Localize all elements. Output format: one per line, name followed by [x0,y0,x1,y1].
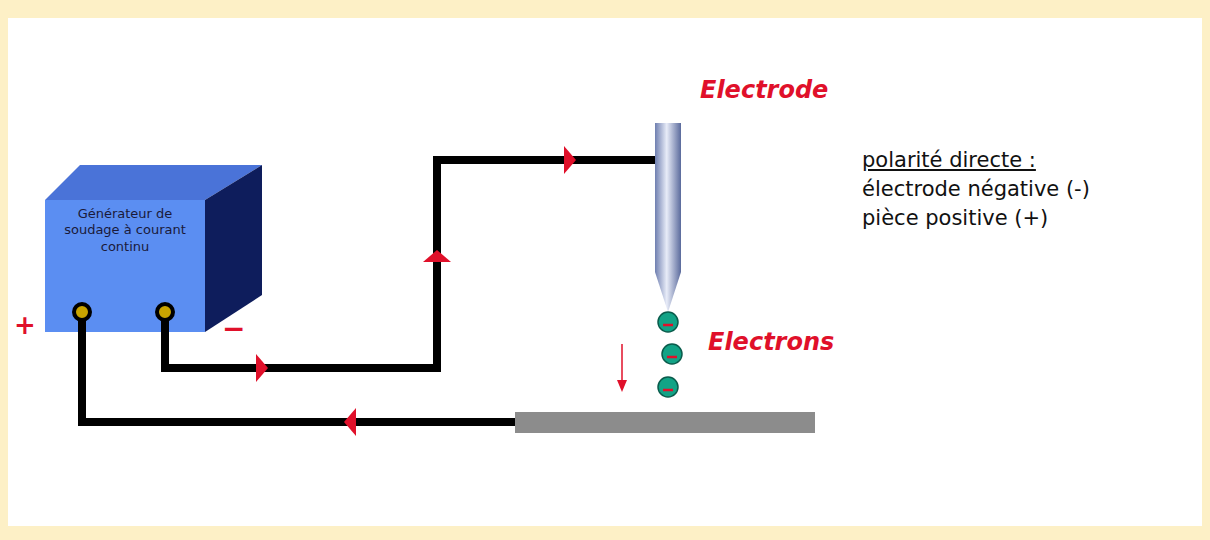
polarity-title: polarité directe : [862,148,1036,172]
electron-direction [617,380,627,392]
negative-wire [165,160,657,368]
current-arrow [423,250,451,262]
electrode-label: Electrode [700,76,828,104]
positive-terminal [74,304,90,320]
polarity-note: pièce positive (+) [862,206,1048,230]
current-arrow [256,354,268,382]
generator-box: Générateur de soudage à courant continu [45,200,205,261]
electrode-rod [655,123,681,312]
polarity-note: électrode négative (-) [862,177,1090,201]
generator-side [205,165,262,332]
polarity-sign: + [14,310,36,340]
current-arrow [564,146,576,174]
current-arrow [344,408,356,436]
generator-label: Générateur de soudage à courant continu [53,206,197,255]
electrons-label: Electrons [708,328,834,356]
electron-direction [621,344,623,382]
generator-front [45,200,205,332]
positive-wire [82,312,517,422]
polarity-sign: − [222,312,245,345]
negative-terminal [157,304,173,320]
electrons [658,312,682,397]
workpiece [515,412,815,433]
